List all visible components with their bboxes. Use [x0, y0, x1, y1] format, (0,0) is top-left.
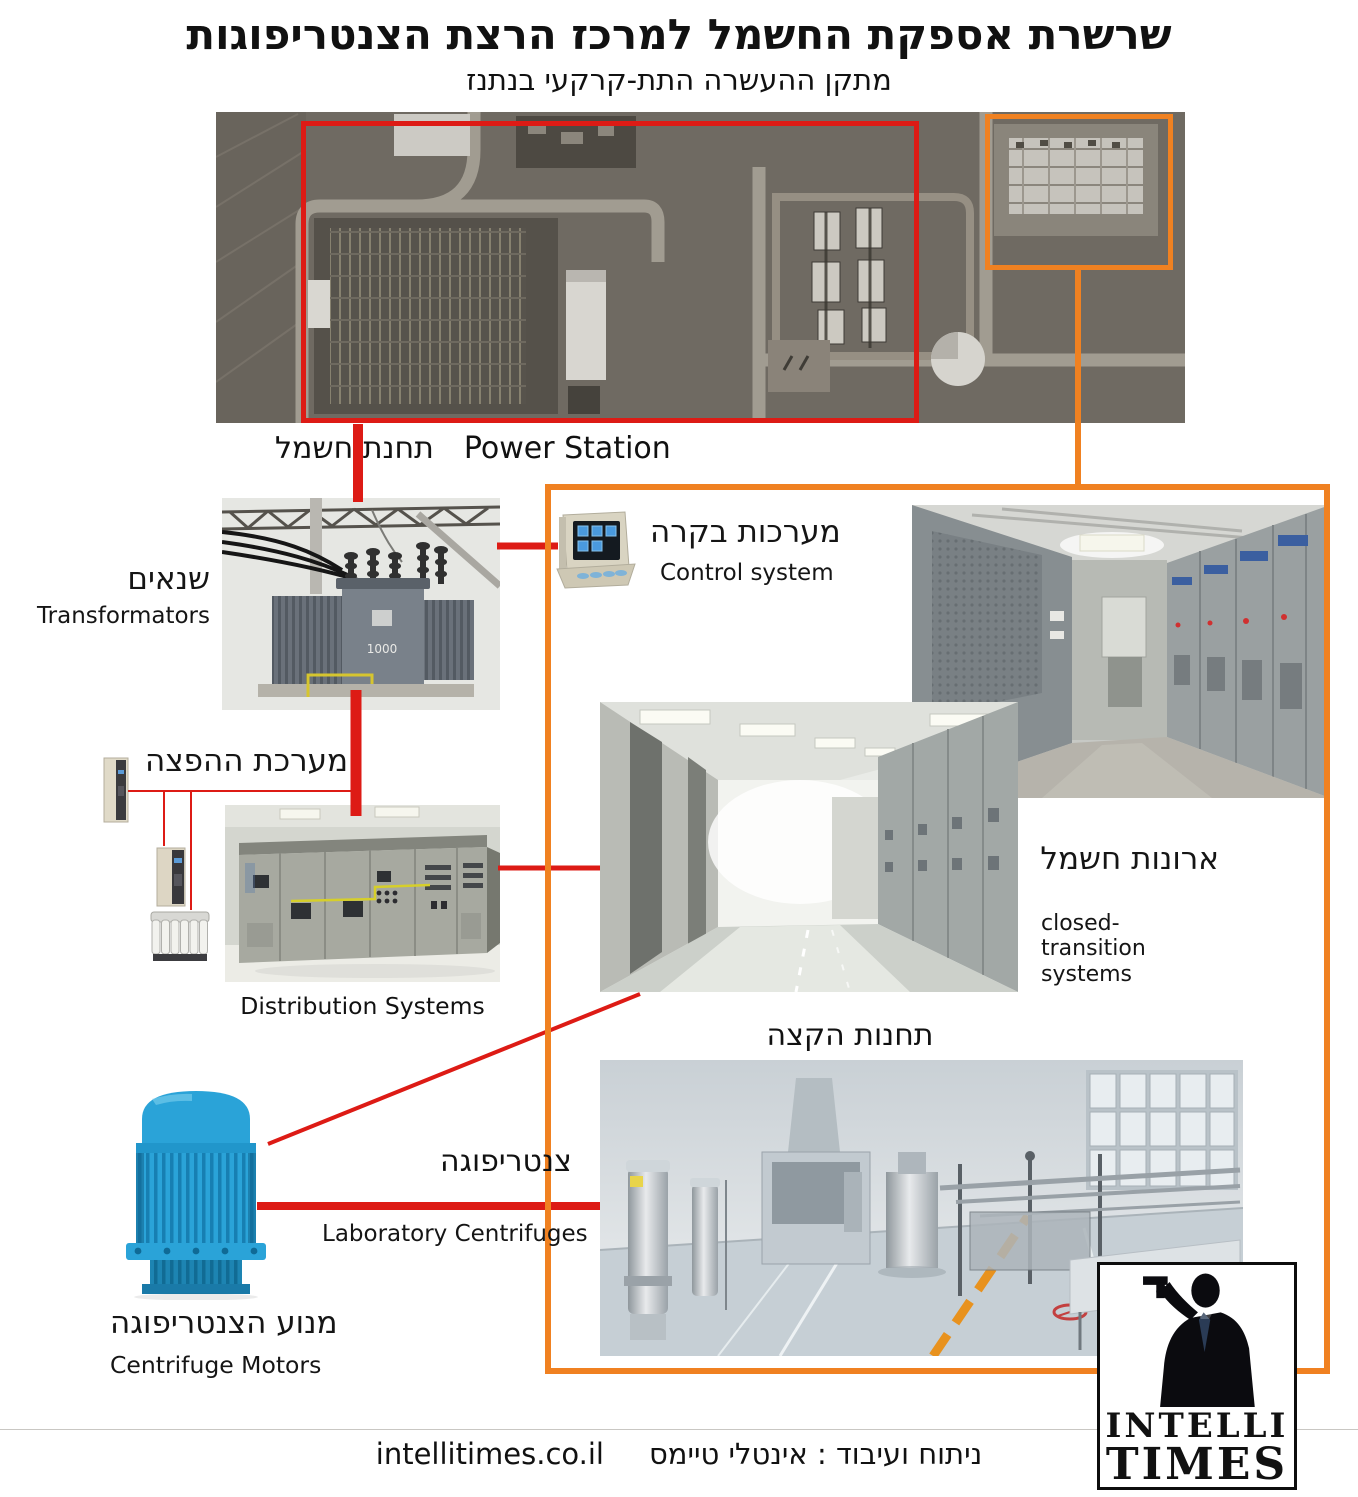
- page-subtitle: מתקן ההעשרה התת-קרקעי בנתנז: [466, 63, 892, 97]
- motor-label-he: מנוע הצנטריפוגה: [110, 1305, 338, 1341]
- transformer-rating-badge: 1000: [367, 642, 398, 656]
- distribution-label-he: מערכת ההפצה: [145, 743, 349, 779]
- capacitor-bank: [150, 911, 210, 961]
- intellitimes-logo: INTELLI TIMES: [1097, 1262, 1297, 1490]
- cabinet-room-photo: [912, 505, 1330, 798]
- transformers-label-en: Transformators: [36, 603, 210, 630]
- transformers-label: שנאים Transformators: [35, 562, 210, 630]
- centrifuge-label-en: Laboratory Centrifuges: [322, 1221, 588, 1247]
- control-label-en: Control system: [660, 560, 834, 587]
- endstation-corridor-photo: [600, 702, 1018, 992]
- power-station-label-he: תחנת חשמל: [275, 431, 434, 466]
- control-label-he: מערכות בקרה: [650, 514, 841, 550]
- control-device-photo: [556, 511, 636, 589]
- power-station-label-en: Power Station: [463, 431, 671, 466]
- target-building-highlight-box: [985, 114, 1173, 270]
- footer-divider: [0, 1429, 1358, 1430]
- centrifuge-motor-figure: [126, 1091, 266, 1300]
- spy-silhouette-icon: [1143, 1273, 1255, 1407]
- power-station-label: תחנת חשמל Power Station: [275, 431, 671, 466]
- logo-line1: INTELLI: [1105, 1406, 1289, 1446]
- logo-line2: TIMES: [1105, 1439, 1289, 1490]
- transformer-photo: 1000: [222, 498, 500, 710]
- control-label: מערכות בקרה Control system: [650, 515, 841, 587]
- end-stations-label: תחנות הקצה: [766, 1018, 934, 1053]
- footer: intellitimes.co.il ניתוח ועיבוד : אינטלי…: [0, 1437, 1358, 1471]
- transformers-label-he: שנאים: [127, 561, 210, 597]
- motor-label-en: Centrifuge Motors: [110, 1351, 322, 1379]
- underground-facility-frame: [545, 484, 1330, 1374]
- inverter-module-1: [103, 757, 129, 823]
- cabinets-label-he: ארונות חשמל: [1040, 841, 1219, 877]
- distribution-label-en: Distribution Systems: [240, 992, 485, 1020]
- footer-site: intellitimes.co.il: [375, 1437, 604, 1471]
- cabinets-label: ארונות חשמל closed-transition systems: [1035, 842, 1219, 987]
- inverter-module-2: [156, 847, 186, 907]
- footer-credit: ניתוח ועיבוד : אינטלי טיימס: [648, 1437, 983, 1471]
- distribution-photo: [225, 805, 500, 982]
- page-title: שרשרת אספקת החשמל למרכז הרצת הצנטריפוגות: [186, 10, 1172, 59]
- centrifuge-label-he: צנטריפוגה: [440, 1144, 572, 1179]
- cabinets-label-en: closed-transition systems: [1041, 911, 1146, 987]
- power-station-highlight-box: [301, 121, 919, 423]
